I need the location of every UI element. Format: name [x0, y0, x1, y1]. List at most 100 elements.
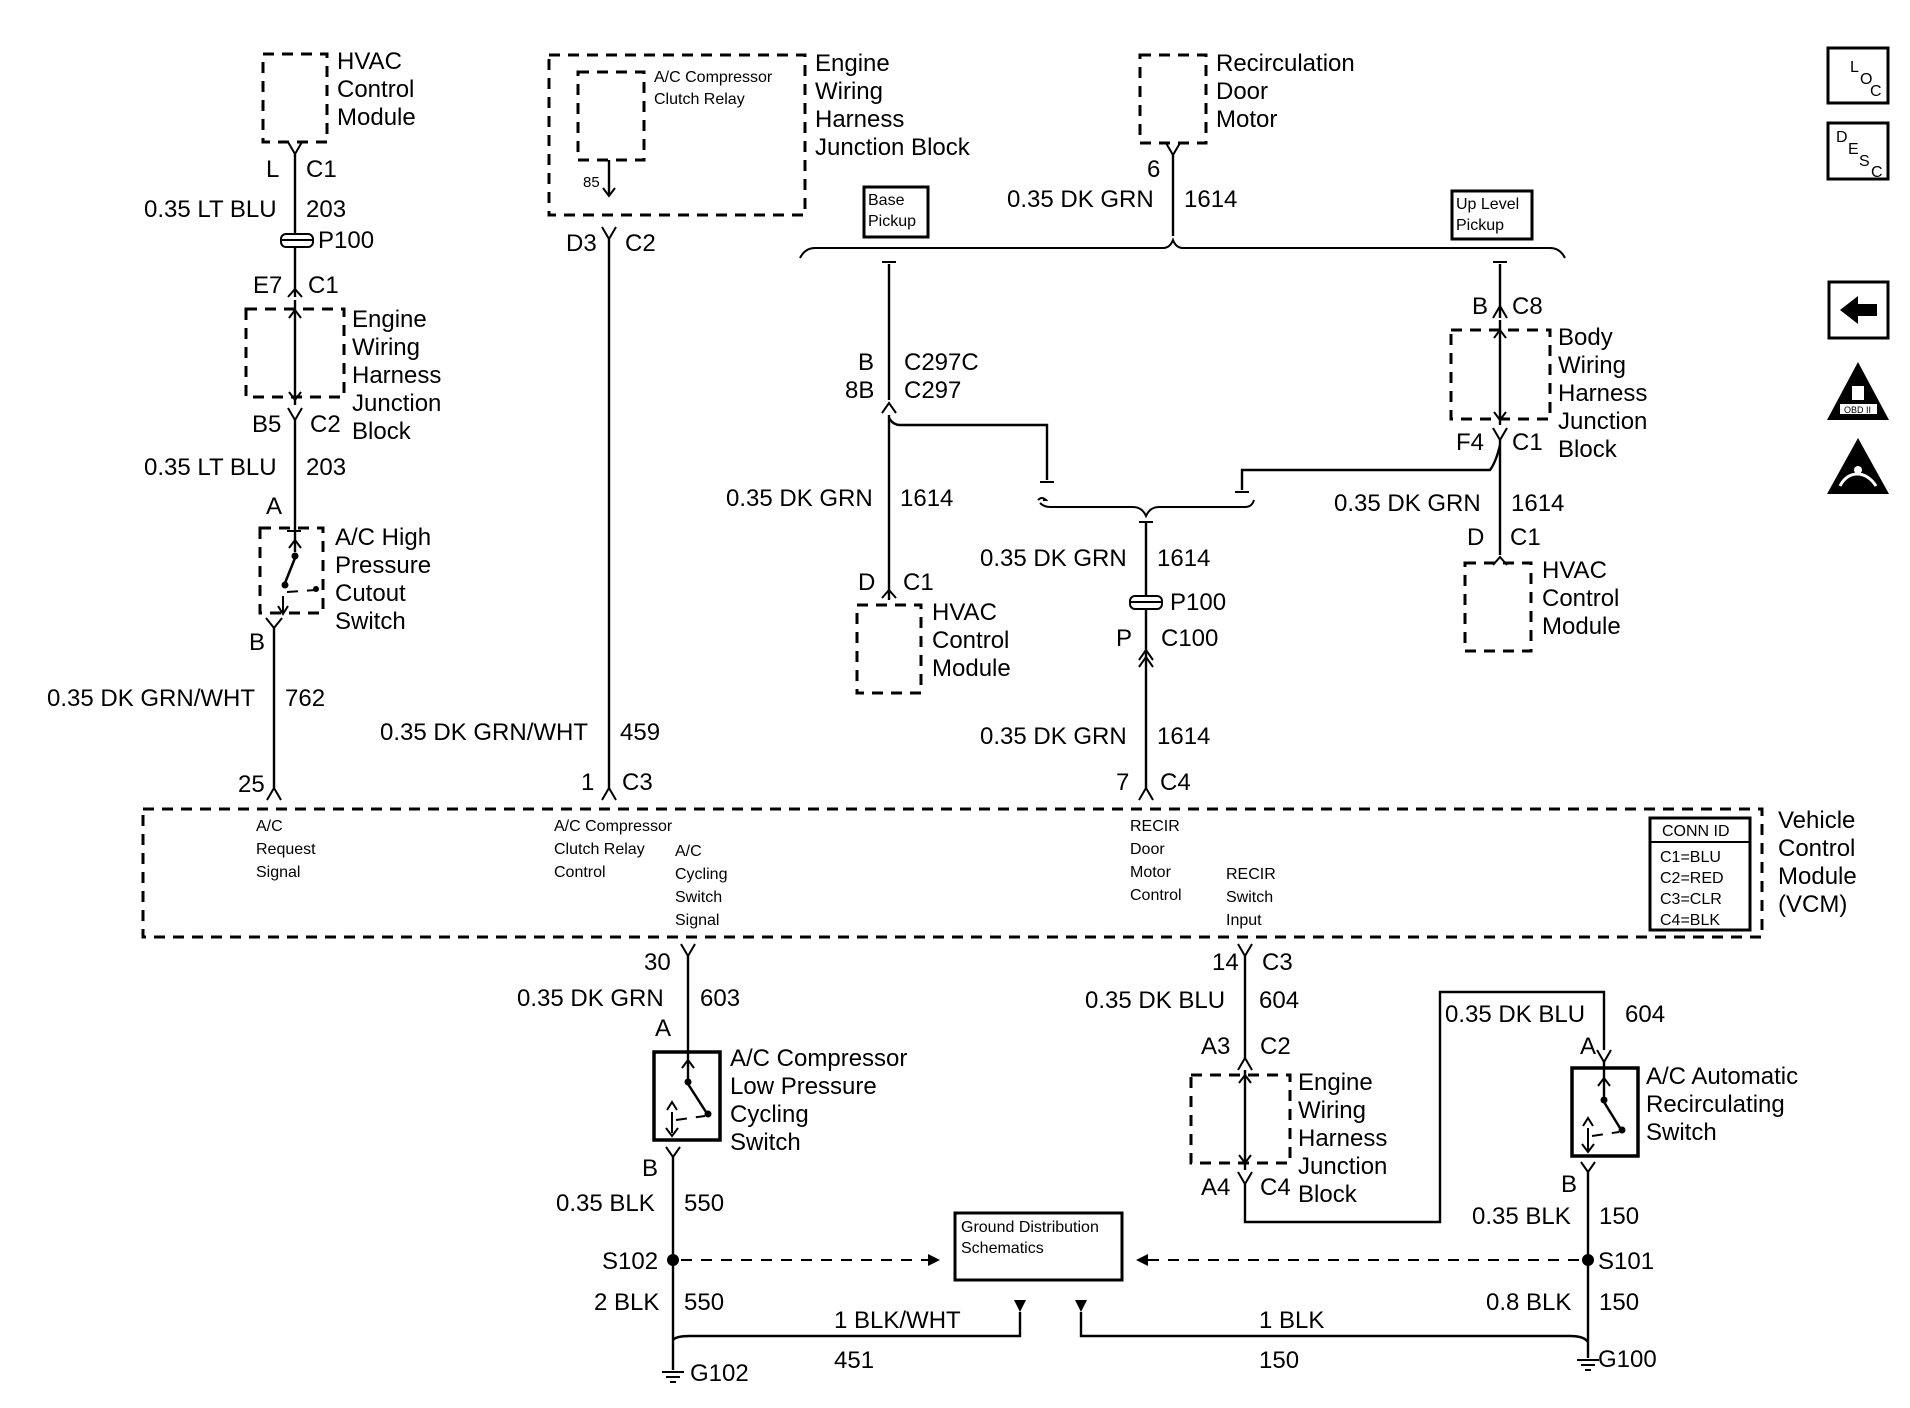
- ewhjb-right-name-1: Engine: [1298, 1069, 1373, 1096]
- ewhjb-left-top-pin: E7: [253, 272, 282, 299]
- relay-pin-85: 85: [583, 174, 600, 191]
- wire-603-size-color: 0.35 DK GRN: [517, 985, 664, 1012]
- wire-604-right-size-color: 0.35 DK BLU: [1445, 1001, 1585, 1028]
- vcm-cycling-signal-3: Switch: [675, 889, 722, 906]
- location-icon[interactable]: LOC: [1826, 46, 1890, 105]
- svg-text:E: E: [1848, 141, 1859, 158]
- obd-ii-icon[interactable]: OBD II: [1827, 362, 1889, 420]
- wire-1614-center-size-color: 0.35 DK GRN: [980, 545, 1127, 572]
- vcm-pin-25: 25: [238, 771, 265, 798]
- svg-text:S: S: [1859, 153, 1870, 170]
- recirc-motor-pin: 6: [1147, 156, 1160, 183]
- hvac-control-module-right: HVAC Control Module: [1463, 555, 1621, 653]
- vcm-pin-14: 14: [1212, 949, 1239, 976]
- hvac-right-name-1: HVAC: [1542, 557, 1607, 584]
- c100-conn: C100: [1161, 625, 1218, 652]
- ewhjb-left-name-5: Block: [352, 418, 412, 445]
- vehicle-control-module: A/C Request Signal A/C Compressor Clutch…: [141, 807, 1857, 939]
- g100-label: G100: [1598, 1346, 1657, 1373]
- bwhjb-name-1: Body: [1558, 324, 1613, 351]
- bwhjb-name-2: Wiring: [1558, 352, 1626, 379]
- low-pressure-name-1: A/C Compressor: [730, 1045, 907, 1072]
- bwhjb-top-conn: C8: [1512, 293, 1543, 320]
- back-arrow-icon[interactable]: [1827, 280, 1890, 340]
- vcm-ac-request-3: Signal: [256, 864, 300, 881]
- hvac-mid-name-3: Module: [932, 655, 1011, 682]
- wire-150-lower-size-color: 0.8 BLK: [1486, 1289, 1571, 1316]
- conn-id-legend: CONN ID C1=BLU C2=RED C3=CLR C4=BLK: [1648, 816, 1752, 932]
- conn-id-title: CONN ID: [1662, 823, 1730, 840]
- c297-conn: C297: [904, 377, 961, 404]
- base-pickup-tag: Base Pickup: [862, 185, 930, 239]
- option-bracket: [799, 237, 1566, 259]
- ewhjb-right-bot-pin: A4: [1201, 1174, 1230, 1201]
- wire-1614-center-lower-size-color: 0.35 DK GRN: [980, 723, 1127, 750]
- ground-distribution-schematics-button[interactable]: Ground Distribution Schematics: [953, 1211, 1124, 1282]
- wire-459-circuit: 459: [620, 719, 660, 746]
- vcm-conn-c3: C3: [622, 769, 653, 796]
- base-pickup-2: Pickup: [868, 213, 916, 230]
- vcm-pin-1: 1: [581, 769, 594, 796]
- ewhjb-right-bot-conn: C4: [1260, 1174, 1291, 1201]
- wire-550-size-color: 0.35 BLK: [556, 1190, 655, 1217]
- svg-text:L: L: [1850, 59, 1859, 76]
- recirc-motor-name-1: Recirculation: [1216, 50, 1355, 77]
- body-wiring-harness-junction-block: Body Wiring Harness Junction Block: [1449, 320, 1647, 463]
- hvac-top-name-1: HVAC: [337, 48, 402, 75]
- high-pressure-name-2: Pressure: [335, 552, 431, 579]
- bwhjb-name-5: Block: [1558, 436, 1618, 463]
- wire-150-circuit: 150: [1599, 1203, 1639, 1230]
- vcm-name-2: Control: [1778, 835, 1855, 862]
- vcm-ac-request-1: A/C: [256, 818, 283, 835]
- hvac-top-name-2: Control: [337, 76, 414, 103]
- ac-automatic-recirculating-switch: A/C Automatic Recirculating Switch: [1570, 1062, 1798, 1158]
- svg-text:C: C: [1870, 83, 1882, 100]
- wire-1614-top-circuit: 1614: [1184, 186, 1237, 213]
- vcm-conn-c4: C4: [1160, 769, 1191, 796]
- svg-text:O: O: [1860, 71, 1872, 88]
- up-level-pickup-tag: Up Level Pickup: [1450, 189, 1534, 241]
- hvac-mid-name-2: Control: [932, 627, 1009, 654]
- p100-connector-center: P100: [1129, 589, 1226, 616]
- vcm-relay-control-3: Control: [554, 864, 606, 881]
- low-pressure-pin-a: A: [655, 1015, 671, 1042]
- esd-warning-icon[interactable]: [1827, 438, 1889, 494]
- svg-text:OBD II: OBD II: [1844, 405, 1871, 415]
- relay-block-name-2: Wiring: [815, 78, 883, 105]
- hvac-top-conn: C1: [306, 156, 337, 183]
- hvac-top-name-3: Module: [337, 104, 416, 131]
- conn-id-c2: C2=RED: [1660, 870, 1724, 887]
- g100-ground-icon: [1577, 1359, 1599, 1371]
- ewhjb-right-top-conn: C2: [1260, 1033, 1291, 1060]
- high-pressure-pin-a: A: [266, 493, 282, 520]
- hvac-mid-name-1: HVAC: [932, 599, 997, 626]
- relay-conn: C2: [625, 230, 656, 257]
- ewhjb-left-name-4: Junction: [352, 390, 441, 417]
- hvac-control-module-top: HVAC Control Module: [261, 48, 416, 144]
- conn-id-c4: C4=BLK: [1660, 912, 1720, 929]
- up-level-pickup-1: Up Level: [1456, 196, 1519, 213]
- wire-1614-top-size-color: 0.35 DK GRN: [1007, 186, 1154, 213]
- base-pickup-1: Base: [868, 192, 905, 209]
- hvac-mid-pin: D: [858, 569, 875, 596]
- s101-splice: [1582, 1254, 1594, 1266]
- vcm-recir-control-3: Motor: [1130, 864, 1172, 881]
- wire-459-size-color: 0.35 DK GRN/WHT: [380, 719, 588, 746]
- vcm-name-4: (VCM): [1778, 891, 1847, 918]
- p100-center-label: P100: [1170, 589, 1226, 616]
- auto-recirc-name-1: A/C Automatic: [1646, 1063, 1798, 1090]
- auto-recirc-name-3: Switch: [1646, 1119, 1717, 1146]
- vcm-recir-control-1: RECIR: [1130, 818, 1180, 835]
- conn-id-c3: C3=CLR: [1660, 891, 1722, 908]
- ewhjb-right-top-pin: A3: [1201, 1033, 1230, 1060]
- vcm-relay-control-2: Clutch Relay: [554, 841, 645, 858]
- c297-conn-c: C297C: [904, 349, 979, 376]
- relay-name-1: A/C Compressor: [654, 69, 773, 86]
- p100-left-label: P100: [318, 227, 374, 254]
- bwhjb-bot-pin: F4: [1456, 429, 1484, 456]
- ground-dist-2: Schematics: [961, 1240, 1044, 1257]
- svg-text:D: D: [1836, 129, 1848, 146]
